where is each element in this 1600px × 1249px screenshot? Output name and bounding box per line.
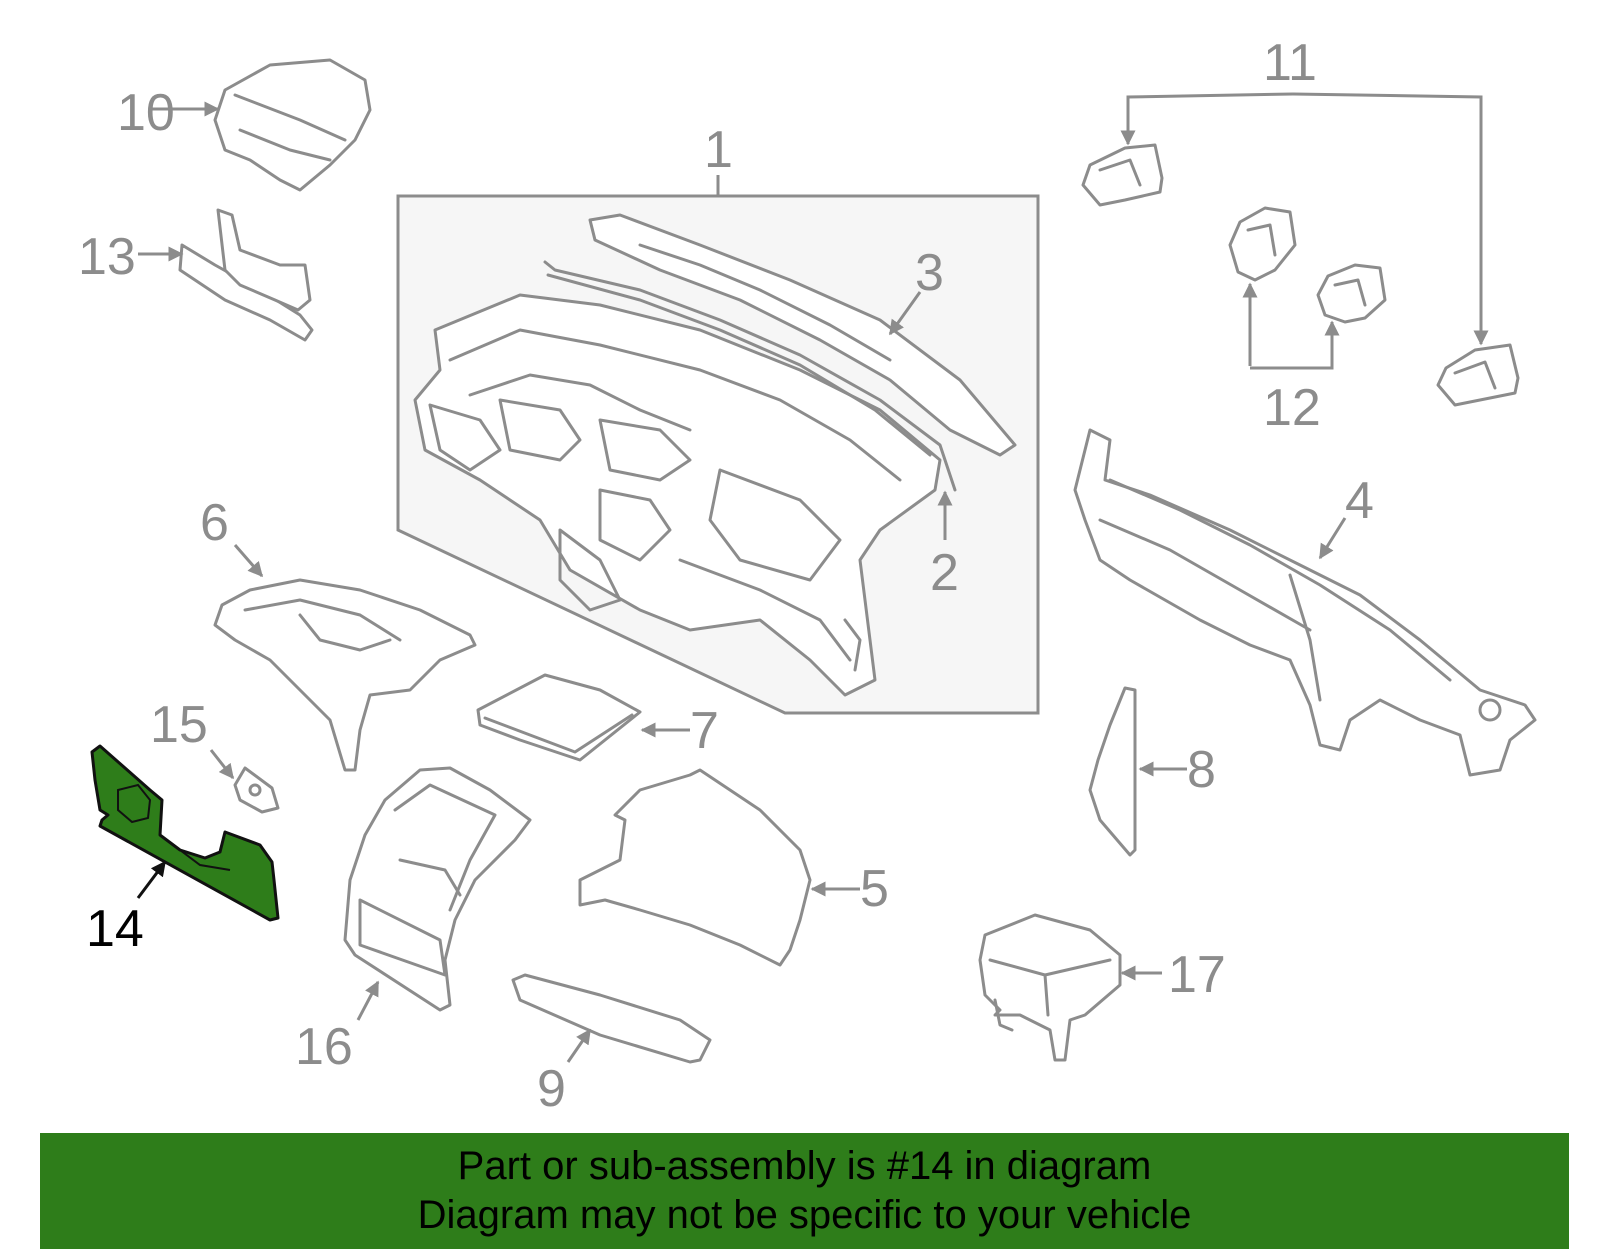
- callout-6: 6: [200, 494, 229, 552]
- part-10-cluster-hood: [213, 58, 372, 192]
- part-11-vent-right: [1436, 343, 1520, 407]
- part-9-trim-strip: [511, 973, 712, 1064]
- callout-7: 7: [690, 702, 719, 760]
- part-17-airbag-module: [978, 913, 1122, 1062]
- callout-1: 1: [704, 121, 733, 179]
- part-14-lower-cover-highlighted: [90, 744, 280, 922]
- callout-5: 5: [860, 860, 889, 918]
- callout-3: 3: [915, 244, 944, 302]
- callout-11: 11: [1263, 34, 1317, 92]
- part-8-side-cover: [1088, 686, 1137, 857]
- callout-8: 8: [1187, 741, 1216, 799]
- callout-14: 14: [86, 900, 144, 958]
- leader-lines: [136, 92, 1489, 1063]
- part-7-pad: [476, 673, 642, 762]
- part-6-upper-panel: [213, 578, 477, 772]
- callout-labels: 1 2 3 4 5 6 7 8 9 10 11 12 13 14 15 16 1…: [78, 34, 1374, 1118]
- banner-line-1: Part or sub-assembly is #14 in diagram: [457, 1144, 1152, 1188]
- banner-line-2: Diagram may not be specific to your vehi…: [417, 1193, 1192, 1237]
- callout-15: 15: [150, 696, 208, 754]
- part-13-bracket: [178, 208, 314, 342]
- callout-10: 10: [117, 84, 175, 142]
- callout-4: 4: [1345, 472, 1374, 530]
- callout-13: 13: [78, 228, 136, 286]
- part-15-clip: [233, 766, 280, 814]
- callout-17: 17: [1168, 946, 1226, 1004]
- part-16-center-bezel: [343, 766, 532, 1012]
- callout-16: 16: [295, 1018, 353, 1076]
- callout-9: 9: [537, 1060, 566, 1118]
- part-11-vent-left: [1081, 143, 1164, 207]
- part-1-assembly-box: [396, 194, 1040, 715]
- callout-12: 12: [1263, 379, 1321, 437]
- part-12-vent-b: [1316, 263, 1387, 324]
- part-5-panel: [578, 768, 812, 967]
- info-banner: Part or sub-assembly is #14 in diagram D…: [40, 1133, 1569, 1249]
- part-4-cross-car-beam: [1073, 428, 1537, 777]
- part-12-vent-a: [1228, 206, 1297, 282]
- callout-2: 2: [930, 544, 959, 602]
